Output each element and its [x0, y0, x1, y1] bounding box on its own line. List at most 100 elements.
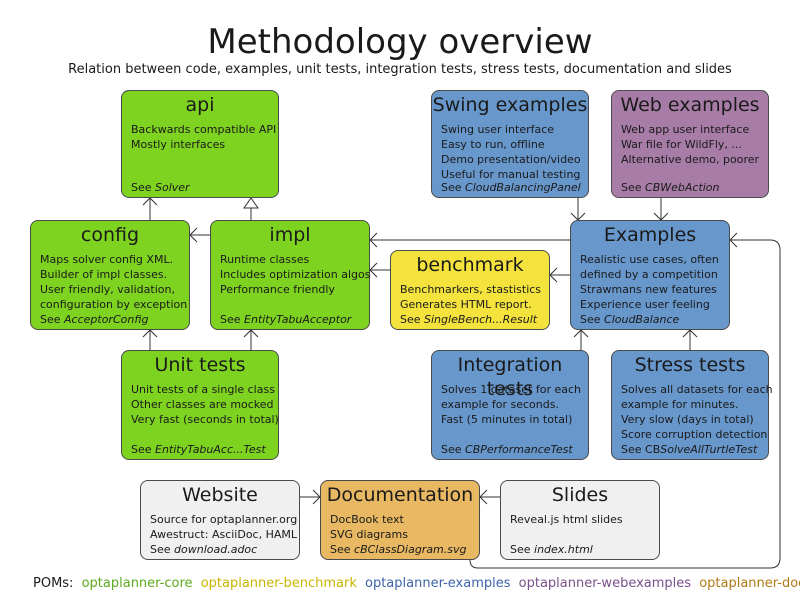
- page-subtitle: Relation between code, examples, unit te…: [68, 62, 732, 77]
- box-web-line-3: Alternative demo, poorer: [621, 153, 760, 166]
- box-examples-see: See CloudBalance: [580, 313, 680, 326]
- box-website-see: See download.adoc: [150, 543, 258, 556]
- box-swing-line-2: Easy to run, offline: [441, 138, 545, 151]
- box-slides: Slides Reveal.js html slides See index.h…: [500, 480, 660, 560]
- box-website-line-2: Awestruct: AsciiDoc, HAML: [150, 528, 298, 541]
- box-slides-line-1: Reveal.js html slides: [510, 513, 623, 526]
- box-stress-line-4: Score corruption detection: [621, 428, 768, 441]
- box-web-examples-title: Web examples: [620, 94, 760, 116]
- box-documentation-title: Documentation: [326, 484, 474, 506]
- box-impl: impl Runtime classes Includes optimizati…: [210, 220, 370, 330]
- box-benchmark-line-1: Benchmarkers, stastistics: [400, 283, 542, 296]
- box-unit-tests-title: Unit tests: [154, 354, 246, 376]
- arrow-stress-to-examples: [682, 329, 698, 350]
- box-integration-see-ref: CBPerformanceTest: [465, 443, 573, 456]
- box-examples-line-4: Experience user feeling: [580, 298, 710, 311]
- box-impl-see: See EntityTabuAcceptor: [220, 313, 352, 326]
- box-examples-line-3: Strawmans new features: [580, 283, 717, 296]
- box-unit-tests-line-1: Unit tests of a single class: [131, 383, 275, 396]
- box-web-line-2: War file for WildFly, ...: [621, 138, 742, 151]
- arrow-swing-to-examples: [570, 198, 586, 221]
- box-impl-line-1: Runtime classes: [220, 253, 310, 266]
- box-config-line-3: User friendly, validation,: [40, 283, 175, 296]
- box-api-title: api: [185, 94, 215, 116]
- box-swing-line-3: Demo presentation/video: [441, 153, 581, 166]
- box-web-examples: Web examples Web app user interface War …: [611, 90, 769, 198]
- box-slides-title: Slides: [551, 484, 609, 506]
- box-api: api Backwards compatible API Mostly inte…: [121, 90, 279, 198]
- box-stress-line-3: Very slow (days in total): [621, 413, 754, 426]
- box-integration-tests-title: Integration tests: [457, 354, 563, 400]
- box-integration-see: See CBPerformanceTest: [441, 443, 573, 456]
- box-benchmark-title: benchmark: [416, 254, 524, 276]
- arrow-examples-to-impl: [369, 232, 570, 248]
- box-api-see: See Solver: [131, 181, 190, 194]
- box-web-line-1: Web app user interface: [621, 123, 750, 136]
- box-impl-see-ref: EntityTabuAcceptor: [244, 313, 352, 326]
- box-web-see-ref: CBWebAction: [645, 181, 720, 194]
- arrow-slides-to-documentation: [479, 489, 500, 505]
- arrow-config-to-api: [142, 197, 158, 220]
- arrow-benchmark-to-impl: [369, 262, 390, 278]
- box-stress-tests-title: Stress tests: [634, 354, 746, 376]
- box-swing-examples-title: Swing examples: [432, 94, 588, 116]
- inherit-triangle-impl-api: [243, 197, 259, 209]
- box-benchmark-see: See SingleBench...Result: [400, 313, 538, 326]
- box-config: config Maps solver config XML. Builder o…: [30, 220, 190, 330]
- box-examples-line-2: defined by a competition: [580, 268, 718, 281]
- box-impl-line-3: Performance friendly: [220, 283, 335, 296]
- box-documentation: Documentation DocBook text SVG diagrams …: [320, 480, 480, 560]
- box-website-title: Website: [182, 484, 258, 506]
- pom-webexamples: optaplanner-webexamples: [518, 576, 692, 591]
- box-config-see: See AcceptorConfig: [40, 313, 149, 326]
- pom-legend: POMs: optaplanner-core optaplanner-bench…: [33, 576, 800, 591]
- box-config-line-2: Builder of impl classes.: [40, 268, 168, 281]
- box-stress-line-2: example for minutes.: [621, 398, 739, 411]
- box-benchmark: benchmark Benchmarkers, stastistics Gene…: [390, 250, 550, 330]
- box-integration-line-1: Solves 1 dataset for each: [441, 383, 582, 396]
- pom-examples: optaplanner-examples: [365, 576, 511, 591]
- box-config-line-4: configuration by exception: [40, 298, 188, 311]
- box-stress-tests: Stress tests Solves all datasets for eac…: [611, 350, 773, 460]
- box-website-line-1: Source for optaplanner.org: [150, 513, 298, 526]
- box-web-see: See CBWebAction: [621, 181, 720, 194]
- arrow-unittests-to-impl: [243, 329, 259, 350]
- box-api-line-2: Mostly interfaces: [131, 138, 226, 151]
- box-impl-title: impl: [269, 224, 311, 246]
- box-config-line-1: Maps solver config XML.: [40, 253, 174, 266]
- box-unit-tests-line-2: Other classes are mocked: [131, 398, 274, 411]
- box-swing-line-4: Useful for manual testing: [441, 168, 581, 181]
- box-benchmark-line-2: Generates HTML report.: [400, 298, 532, 311]
- box-integration-line-3: Fast (5 minutes in total): [441, 413, 573, 426]
- box-swing-line-1: Swing user interface: [441, 123, 555, 136]
- arrow-website-to-documentation: [300, 489, 321, 505]
- box-stress-see-ref: SolveAllTurtleTest: [660, 443, 758, 456]
- box-examples-see-ref: CloudBalance: [604, 313, 680, 326]
- box-swing-examples: Swing examples Swing user interface Easy…: [431, 90, 589, 198]
- box-integration-tests: Integration tests Solves 1 dataset for e…: [431, 350, 589, 460]
- arrow-web-to-examples: [653, 198, 669, 221]
- box-examples-title: Examples: [603, 224, 697, 246]
- box-documentation-see-ref: cBClassDiagram.svg: [354, 543, 467, 556]
- box-config-see-ref: AcceptorConfig: [64, 313, 149, 326]
- box-website-see-ref: download.adoc: [174, 543, 258, 556]
- pom-core: optaplanner-core: [81, 576, 193, 591]
- arrow-documentation-to-examples: [469, 232, 781, 569]
- box-integration-line-2: example for seconds.: [441, 398, 559, 411]
- box-swing-see: See CloudBalancingPanel: [441, 181, 581, 194]
- box-config-title: config: [80, 224, 140, 246]
- box-slides-see: See index.html: [510, 543, 593, 556]
- pom-benchmark: optaplanner-benchmark: [200, 576, 357, 591]
- arrow-impl-to-config: [189, 227, 210, 243]
- box-unit-tests-see-ref: EntityTabuAcc...Test: [155, 443, 266, 456]
- box-impl-line-2: Includes optimization algos: [220, 268, 371, 281]
- box-unit-tests-see: See EntityTabuAcc...Test: [131, 443, 266, 456]
- box-benchmark-see-ref: SingleBench...Result: [424, 313, 538, 326]
- box-stress-line-1: Solves all datasets for each: [621, 383, 773, 396]
- arrow-integration-to-examples: [573, 329, 589, 350]
- box-swing-see-ref: CloudBalancingPanel: [465, 181, 581, 194]
- box-documentation-line-1: DocBook text: [330, 513, 404, 526]
- box-unit-tests: Unit tests Unit tests of a single class …: [121, 350, 279, 460]
- arrow-examples-to-benchmark: [549, 267, 570, 283]
